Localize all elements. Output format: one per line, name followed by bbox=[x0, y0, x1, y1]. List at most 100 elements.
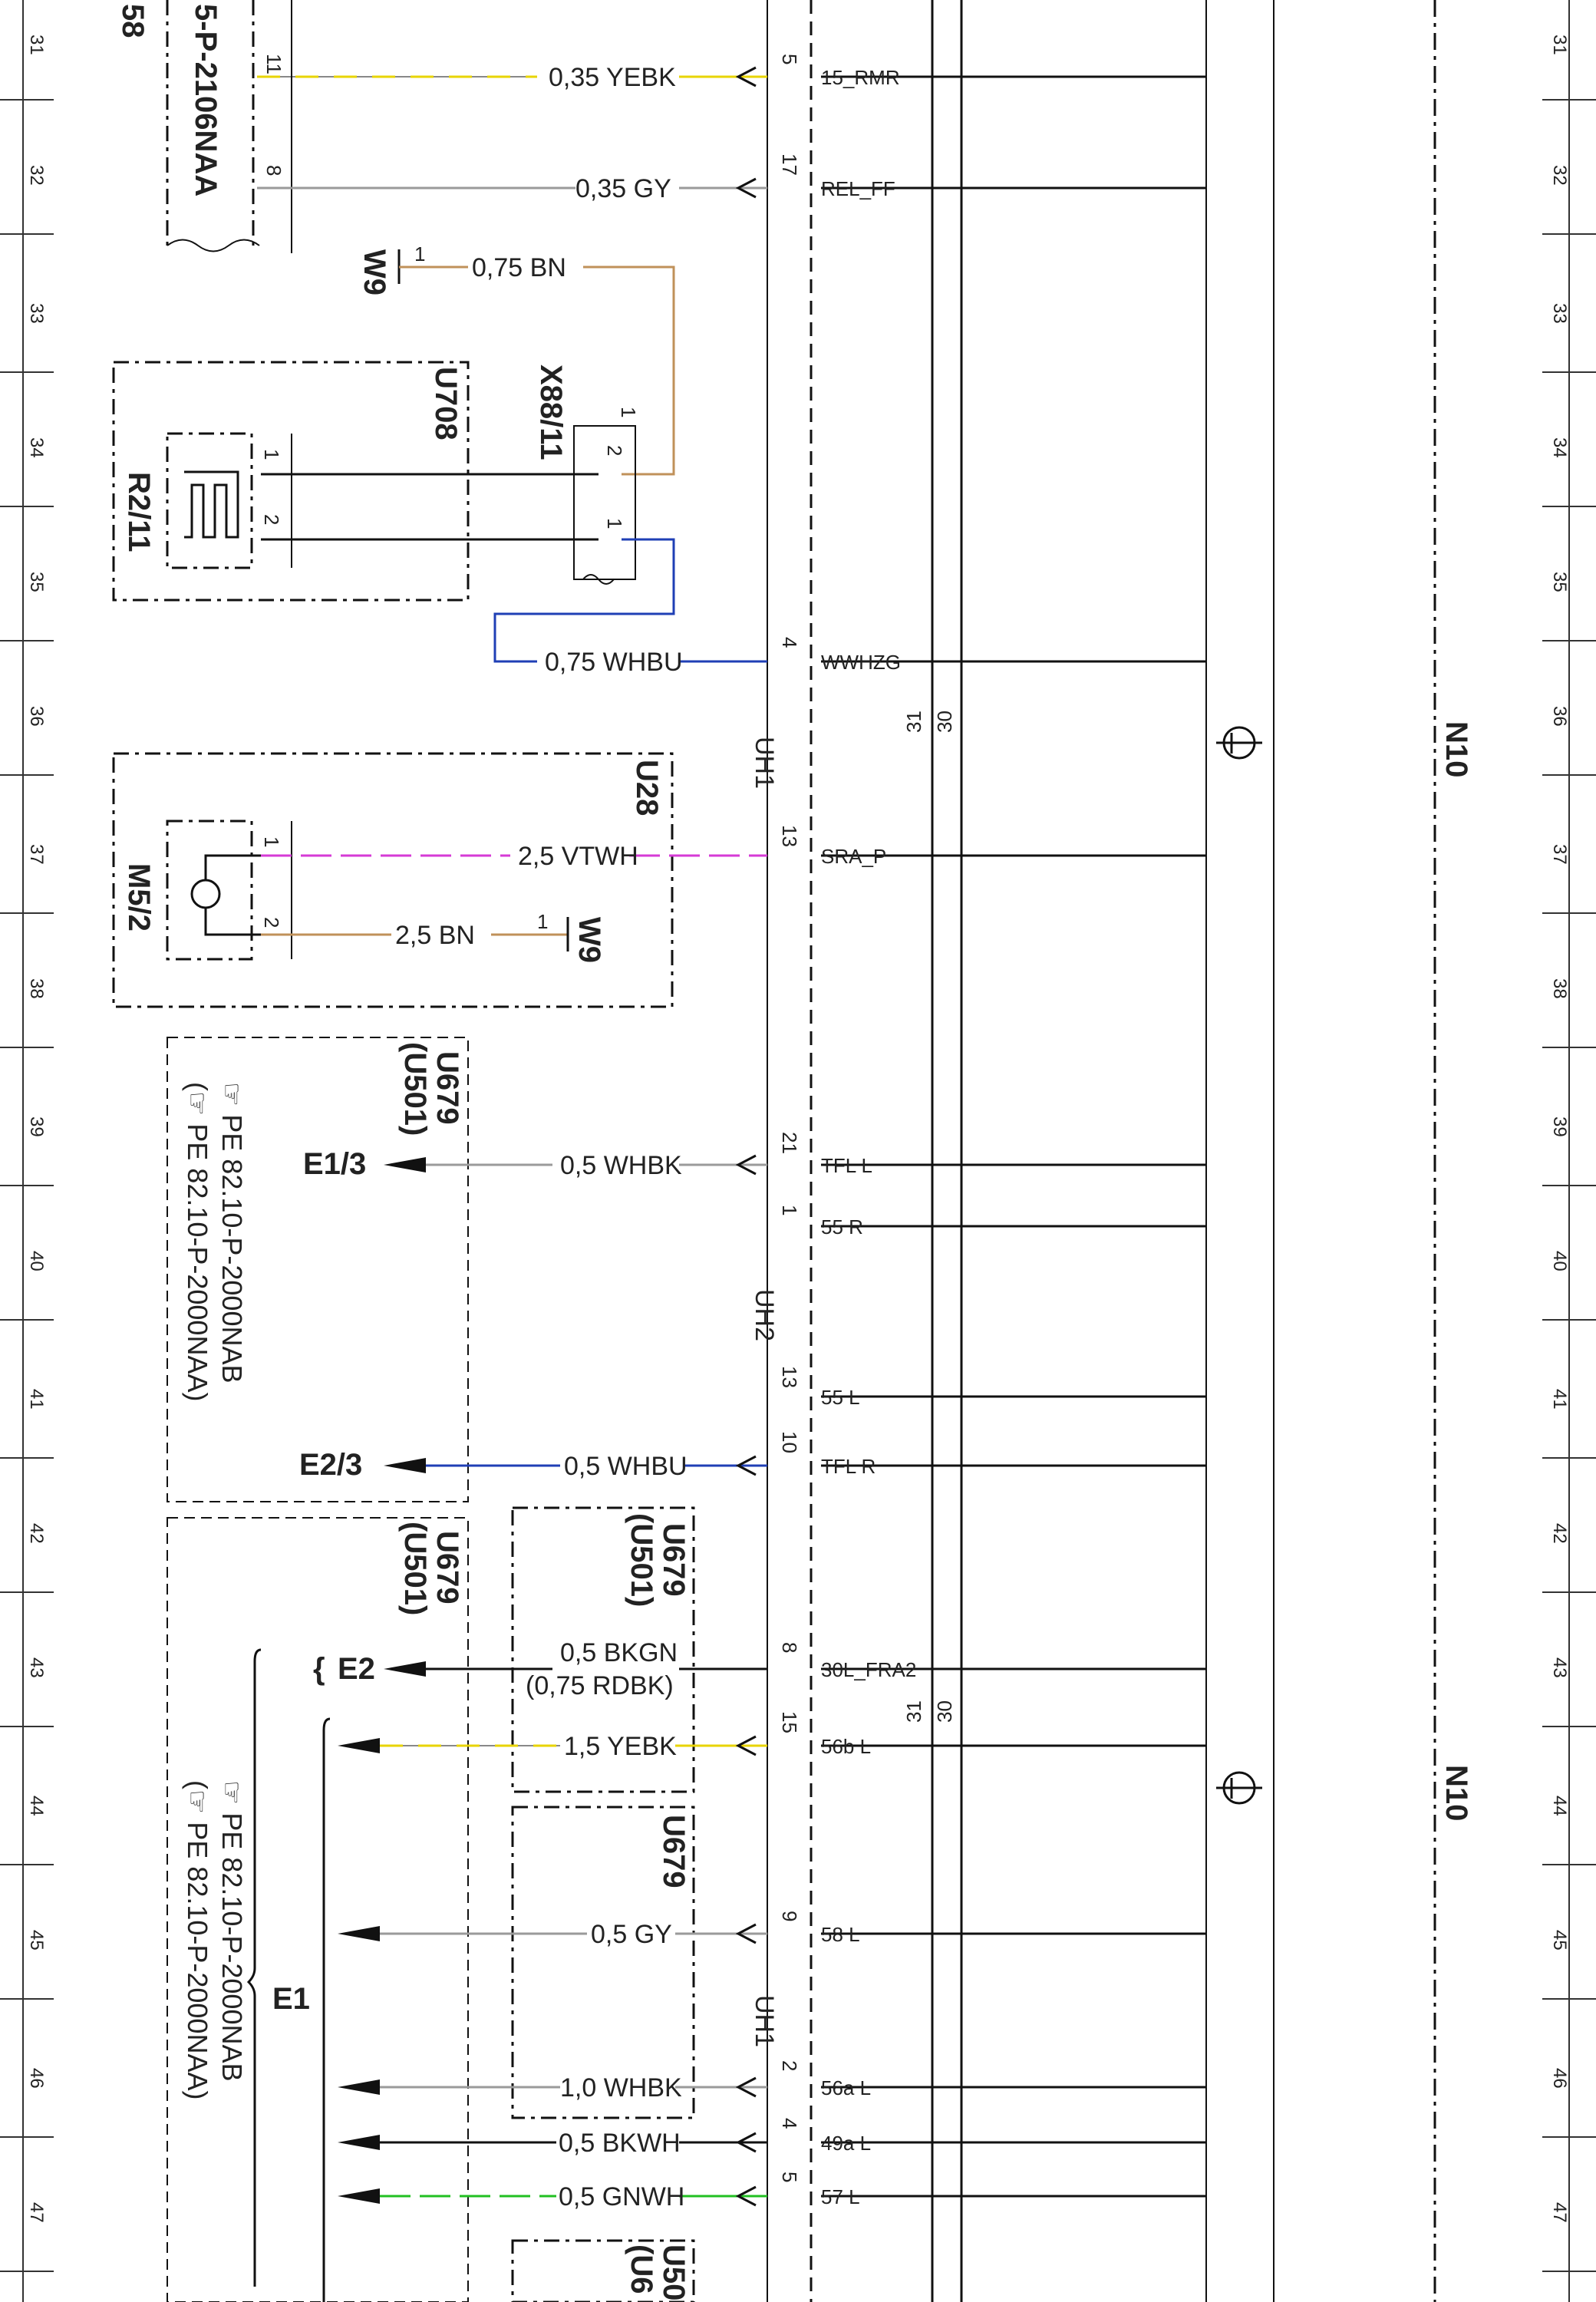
wire-label: 0,5 GNWH bbox=[559, 2182, 684, 2211]
pin-number: 11 bbox=[262, 54, 285, 74]
wire-label: 0,5 WHBU bbox=[564, 1452, 688, 1481]
connector-arrows bbox=[735, 66, 757, 2207]
wire-label: 2,5 BN bbox=[395, 921, 475, 950]
grid-label: 47 bbox=[1549, 2202, 1570, 2223]
ground-label-w9: W9 bbox=[572, 917, 606, 963]
pin-number: 2 bbox=[603, 445, 626, 456]
wire-bn-w9: 2,5 BN 1 bbox=[261, 910, 569, 951]
bus-label-30: 30 bbox=[933, 711, 956, 733]
signal-label: 56b L bbox=[821, 1735, 871, 1758]
grid-label: 36 bbox=[26, 706, 47, 727]
grid-label: 43 bbox=[26, 1657, 47, 1678]
component-label-u501: (U501) bbox=[625, 1513, 658, 1607]
grid-label: 37 bbox=[1549, 844, 1570, 865]
grid-label: 39 bbox=[1549, 1116, 1570, 1137]
top-component-label: 5-P-2106NAA bbox=[189, 4, 223, 196]
wire-rel-ff: 0,35 GY 17 REL_FF bbox=[257, 153, 1206, 203]
pe-reference: (☞ PE 82.10-P-2000NAA) bbox=[182, 1082, 213, 1401]
grid-label: 46 bbox=[26, 2068, 47, 2089]
top-component-label: 58 bbox=[116, 4, 150, 38]
wire-tfl-l: 0,5 WHBK 21 TFL L bbox=[384, 1132, 1206, 1180]
grid-label: 31 bbox=[1549, 35, 1570, 55]
pin-number: 10 bbox=[778, 1431, 801, 1453]
pin-number: 13 bbox=[778, 1366, 801, 1388]
grid-label: 38 bbox=[26, 978, 47, 999]
wire-30l-fra2: { 0,5 BKGN (0,75 RDBK) 8 30L_FRA2 bbox=[313, 1638, 1206, 1700]
wire-49a-l: 0,5 BKWH 4 49a L bbox=[338, 2118, 1206, 2158]
grid-label: 35 bbox=[1549, 572, 1570, 592]
wire-wwhzg: 0,75 WHBU 4 WWHZG bbox=[493, 538, 1206, 677]
pin-number: 4 bbox=[778, 637, 801, 648]
wire-w9-bn-top: 0,75 BN 1 bbox=[397, 242, 675, 476]
pin-number: 8 bbox=[778, 1642, 801, 1653]
pin-number: 2 bbox=[260, 917, 283, 928]
pin-number: 8 bbox=[262, 165, 285, 176]
grid-label: 41 bbox=[26, 1389, 47, 1410]
transistor-icon bbox=[1216, 1771, 1262, 1805]
pin-number: 1 bbox=[414, 242, 425, 265]
wire-56b-l: 1,5 YEBK 15 56b L bbox=[338, 1711, 1206, 1761]
wire-label: 0,5 WHBK bbox=[560, 1151, 682, 1180]
signal-label: 55 L bbox=[821, 1386, 860, 1409]
signal-label: WWHZG bbox=[821, 651, 901, 674]
pin-number: 1 bbox=[778, 1205, 801, 1215]
grid-label: 46 bbox=[1549, 2068, 1570, 2089]
bus-label-31: 31 bbox=[902, 1700, 925, 1723]
wire-56a-l: 1,0 WHBK 2 56a L bbox=[338, 2060, 1206, 2102]
grid-label: 35 bbox=[26, 572, 47, 592]
component-u708 bbox=[112, 361, 598, 602]
signal-label: 58 L bbox=[821, 1923, 860, 1946]
wire-15-rmr: 0,35 YEBK 5 15_RMR bbox=[257, 54, 1206, 92]
component-label-u50: U50 bbox=[657, 2244, 691, 2300]
ground-point-e2-3: E2/3 bbox=[299, 1448, 362, 1482]
grid-label: 36 bbox=[1549, 706, 1570, 727]
wire-sra-p: 2,5 VTWH 13 SRA_P bbox=[261, 825, 1206, 871]
pin-number: 21 bbox=[778, 1132, 801, 1154]
component-u679-lower bbox=[167, 1506, 695, 2302]
grid-label: 42 bbox=[26, 1523, 47, 1544]
pe-reference: ☞ PE 82.10-P-2000NAB bbox=[216, 1082, 248, 1384]
component-label-u679: U679 bbox=[430, 1531, 464, 1604]
wire-label: 0,5 BKWH bbox=[559, 2129, 681, 2158]
component-u679-upper bbox=[167, 1037, 469, 1502]
wire-57-l: 0,5 GNWH 5 57 L bbox=[338, 2172, 1206, 2211]
connector-x88-11 bbox=[573, 425, 636, 585]
signal-label: 55 R bbox=[821, 1215, 863, 1238]
signal-label: 57 L bbox=[821, 2185, 860, 2208]
wire-label: 2,5 VTWH bbox=[518, 842, 638, 871]
wire-58-l: 0,5 GY 9 58 L bbox=[338, 1911, 1206, 1949]
component-label-u679: U679 bbox=[430, 1051, 464, 1125]
grid-label: 45 bbox=[26, 1930, 47, 1951]
connector-label-uh1: UH1 bbox=[750, 1995, 779, 2047]
component-label-u6: (U6 bbox=[625, 2244, 658, 2294]
grid-label: 40 bbox=[1549, 1251, 1570, 1271]
wire-55-l: 13 55 L bbox=[778, 1366, 1206, 1409]
pin-number: 17 bbox=[778, 153, 801, 176]
top-component bbox=[166, 0, 292, 253]
grid-label: 32 bbox=[26, 165, 47, 186]
brace: { bbox=[313, 1652, 325, 1686]
signal-label: SRA_P bbox=[821, 845, 886, 868]
pin-number: 1 bbox=[260, 836, 283, 847]
pin-number: 5 bbox=[778, 54, 801, 64]
grid-labels-right: 31 32 33 34 35 36 37 38 39 40 41 42 43 4… bbox=[1549, 35, 1570, 2223]
grid-label: 34 bbox=[26, 437, 47, 458]
ground-point-e1: E1 bbox=[272, 1982, 310, 2016]
module-label-n10: N10 bbox=[1439, 721, 1473, 777]
pin-number: 13 bbox=[778, 825, 801, 847]
ground-point-e1-3: E1/3 bbox=[303, 1147, 366, 1181]
component-label-u28: U28 bbox=[630, 760, 664, 816]
pe-reference: ☞ PE 82.10-P-2000NAB bbox=[216, 1780, 248, 2082]
n10-module bbox=[767, 0, 1436, 2302]
grid-label: 31 bbox=[26, 35, 47, 55]
pin-number: 5 bbox=[778, 2172, 801, 2182]
grid-label: 34 bbox=[1549, 437, 1570, 458]
component-u28 bbox=[112, 752, 674, 1008]
grid-label: 33 bbox=[26, 303, 47, 324]
ground-label-w9: W9 bbox=[358, 249, 391, 295]
pin-number: 9 bbox=[778, 1911, 801, 1921]
component-label-u501: (U501) bbox=[398, 1522, 432, 1615]
component-label-u501: (U501) bbox=[398, 1042, 432, 1136]
module-label-n10: N10 bbox=[1439, 1765, 1473, 1821]
bus-label-31: 31 bbox=[902, 711, 925, 733]
